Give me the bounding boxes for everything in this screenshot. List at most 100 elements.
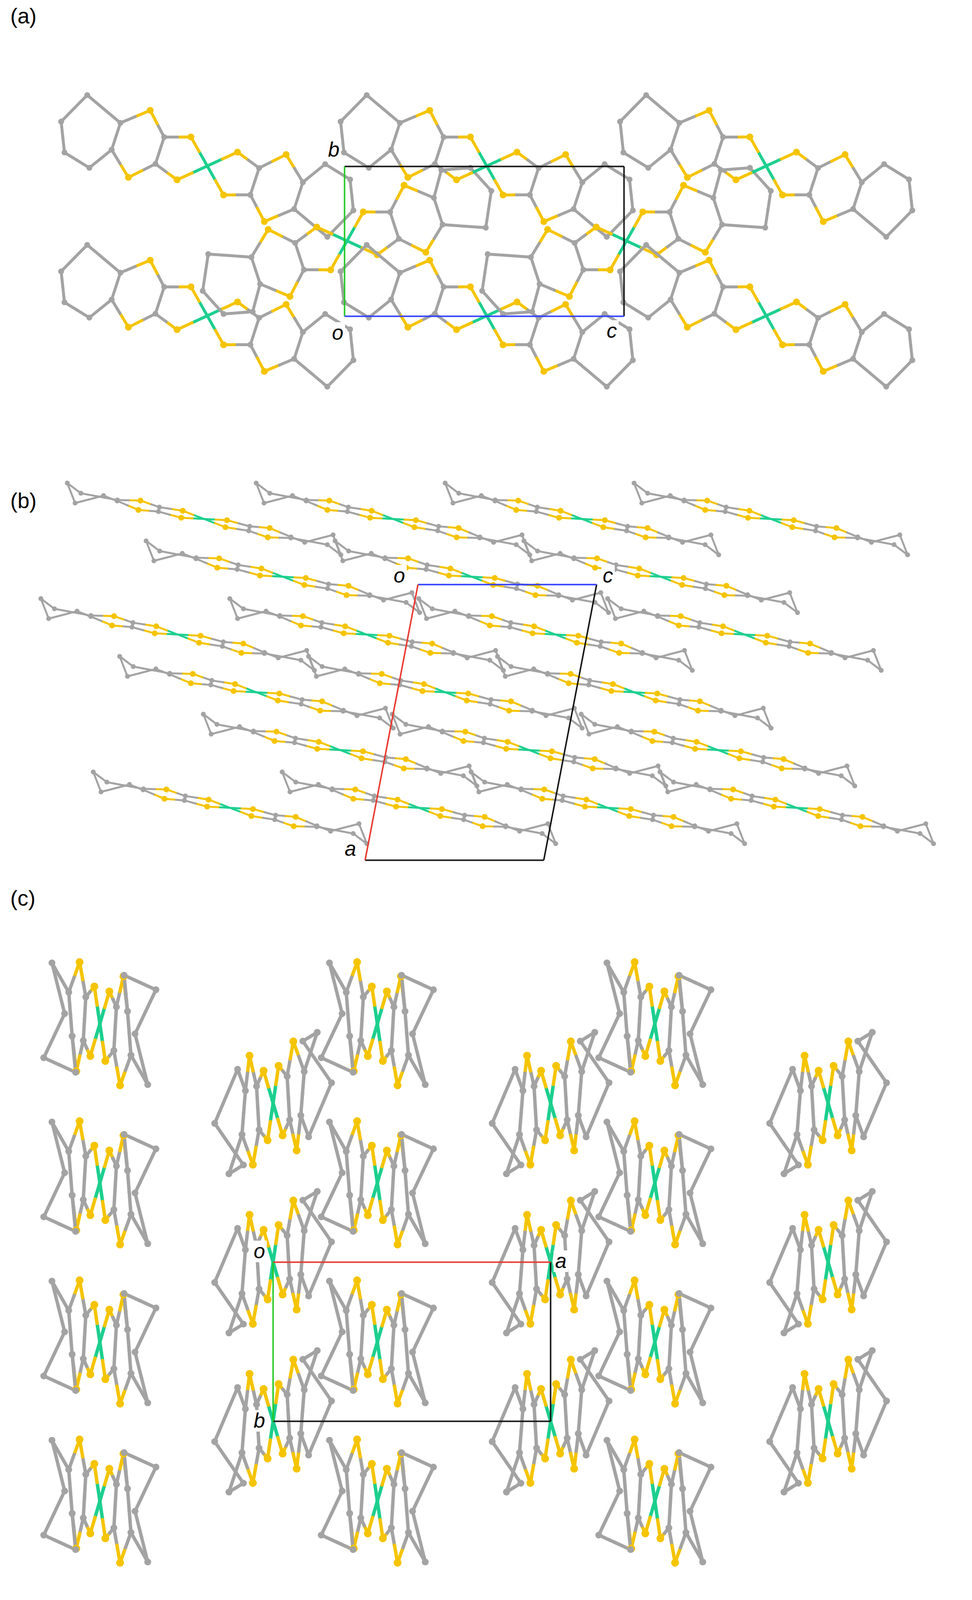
bond <box>366 244 384 259</box>
carbon-atom <box>762 224 769 231</box>
carbon-atom <box>319 663 325 669</box>
molecule <box>631 480 911 558</box>
carbon-atom <box>534 548 540 554</box>
carbon-atom <box>814 314 821 321</box>
carbon-atom <box>205 251 211 257</box>
carbon-atom <box>529 708 535 714</box>
sulfur-atom <box>146 256 154 264</box>
sulfur-atom <box>286 293 294 301</box>
bond <box>103 109 121 123</box>
bond <box>686 541 705 545</box>
carbon-atom <box>639 650 645 656</box>
bond <box>199 151 208 166</box>
sulfur-atom <box>256 572 263 579</box>
bond <box>192 315 208 323</box>
carbon-atom <box>72 500 78 506</box>
bond <box>393 518 404 523</box>
carbon-atom <box>324 383 331 390</box>
molecule <box>442 480 722 558</box>
carbon-atom <box>256 280 263 287</box>
carbon-atom <box>396 119 403 126</box>
bond <box>282 656 301 661</box>
carbon-atom <box>702 585 708 591</box>
sulfur-atom <box>282 151 290 159</box>
carbon-atom <box>322 310 328 317</box>
carbon-atom <box>645 314 652 321</box>
carbon-atom <box>346 504 351 510</box>
carbon-atom <box>676 701 682 707</box>
carbon-atom <box>300 179 306 186</box>
sulfur-atom <box>609 680 616 687</box>
bond <box>486 315 496 331</box>
carbon-atom <box>220 639 226 645</box>
sulfur-atom <box>592 223 600 231</box>
carbon-atom <box>761 705 766 711</box>
carbon-atom <box>342 666 348 672</box>
carbon-atom <box>897 532 903 537</box>
carbon-atom <box>880 310 887 317</box>
bond <box>739 714 758 718</box>
carbon-atom <box>161 283 167 290</box>
sulfur-atom <box>224 516 231 523</box>
carbon-atom <box>668 492 673 498</box>
carbon-atom <box>744 593 750 599</box>
sulfur-atom <box>109 622 116 628</box>
carbon-atom <box>337 118 344 125</box>
bond <box>207 315 216 331</box>
carbon-atom <box>492 497 498 503</box>
carbon-atom <box>828 650 834 656</box>
sulfur-atom <box>385 639 392 646</box>
carbon-atom <box>521 538 527 544</box>
sulfur-atom <box>702 506 709 513</box>
carbon-atom <box>356 670 362 676</box>
bond <box>853 208 870 223</box>
sulfur-atom <box>680 574 687 581</box>
carbon-atom <box>61 299 68 305</box>
carbon-atom <box>569 597 575 603</box>
carbon-atom <box>152 310 159 317</box>
sulfur-atom <box>746 507 753 514</box>
bond <box>487 254 510 256</box>
carbon-atom <box>603 383 610 390</box>
bond <box>193 514 205 519</box>
carbon-atom <box>758 597 764 603</box>
sulfur-atom <box>841 151 849 159</box>
carbon-atom <box>408 643 414 649</box>
bond <box>555 634 567 639</box>
sulfur-atom <box>616 649 623 656</box>
bond <box>471 656 490 661</box>
molecule <box>521 538 801 616</box>
sulfur-atom <box>608 688 615 695</box>
bond <box>766 315 775 331</box>
carbon-atom <box>534 504 540 510</box>
sulfur-atom <box>540 368 548 375</box>
carbon-atom <box>341 149 348 156</box>
carbon-atom <box>676 269 683 276</box>
carbon-atom <box>220 310 227 317</box>
sulfur-atom <box>746 133 754 141</box>
sulfur-atom <box>378 670 385 677</box>
sulfur-atom <box>805 649 811 656</box>
sulfur-atom <box>634 572 641 579</box>
carbon-atom <box>143 538 149 544</box>
carbon-atom <box>508 620 514 625</box>
carbon-atom <box>639 500 645 506</box>
sulfur-atom <box>360 747 367 754</box>
sulfur-atom <box>819 368 827 375</box>
carbon-atom <box>490 539 496 545</box>
sulfur-atom <box>499 341 507 348</box>
carbon-atom <box>290 492 296 498</box>
sulfur-atom <box>315 738 322 745</box>
sulfur-atom <box>723 582 730 589</box>
carbon-atom <box>487 701 493 707</box>
bond <box>646 244 663 259</box>
sulfur-atom <box>488 612 495 619</box>
carbon-atom <box>157 548 162 554</box>
bond <box>544 630 556 635</box>
carbon-atom <box>345 509 350 514</box>
bond <box>243 608 262 612</box>
carbon-atom <box>254 480 259 486</box>
bond <box>766 165 775 181</box>
sulfur-atom <box>565 293 573 301</box>
